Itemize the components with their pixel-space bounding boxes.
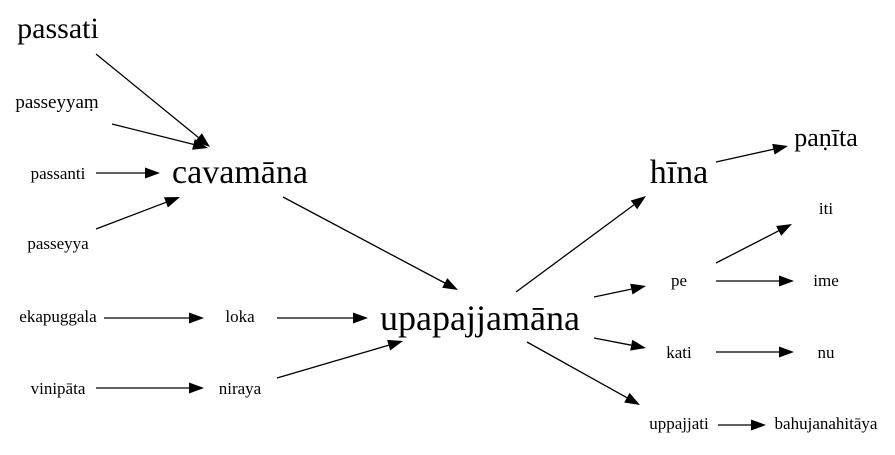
nodes-layer: passati passeyyaṃ passanti cavamāna pass… — [15, 12, 878, 433]
edge-passeyyam-to-cavamana — [111, 123, 194, 146]
arrowhead-passati-to-cavamana — [194, 133, 210, 147]
arrowhead-cavamana-to-upapajjamana — [442, 278, 458, 290]
arrowhead-hina-to-panita — [772, 143, 788, 155]
arrowhead-pe-to-iti — [776, 224, 792, 236]
arrowhead-kati-to-nu — [779, 346, 794, 358]
arrowhead-ekapuggala-to-loka — [189, 312, 204, 324]
arrowhead-uppajjati-to-bahujanahitaya — [751, 419, 766, 431]
node-cavamana: cavamāna — [172, 154, 308, 191]
node-ekapuggala: ekapuggala — [19, 307, 97, 326]
node-uppajjati: uppajjati — [649, 414, 709, 433]
arrowhead-vinipata-to-niraya — [189, 382, 204, 394]
node-iti: iti — [819, 199, 833, 218]
arrowhead-upapajjamana-to-pe — [630, 283, 646, 295]
arrowhead-loka-to-upapajjamana — [353, 312, 368, 324]
node-passanti: passanti — [31, 164, 86, 183]
node-vinipata: vinipāta — [31, 379, 86, 398]
edges-layer — [95, 53, 794, 431]
arrowhead-passeyyam-to-cavamana — [192, 139, 208, 150]
edge-upapajjamana-to-hina — [515, 204, 635, 293]
arrowhead-upapajjamana-to-hina — [630, 196, 646, 210]
node-upapajjamana: upapajjamāna — [380, 298, 580, 338]
node-loka: loka — [225, 307, 255, 326]
node-kati: kati — [666, 343, 692, 362]
arrowhead-upapajjamana-to-uppajjati — [624, 392, 640, 405]
arrowhead-passanti-to-cavamana — [145, 167, 160, 179]
edge-niraya-to-upapajjamana — [276, 344, 389, 379]
node-ime: ime — [813, 271, 839, 290]
edge-upapajjamana-to-pe — [593, 288, 632, 298]
arrowhead-passeyya-to-cavamana — [164, 197, 180, 208]
edge-passati-to-cavamana — [95, 53, 199, 139]
node-bahujanahitaya: bahujanahitāya — [775, 414, 878, 433]
edge-passeyya-to-cavamana — [95, 201, 167, 230]
node-passeyyam: passeyyaṃ — [15, 92, 99, 113]
arrowhead-pe-to-ime — [779, 275, 794, 287]
arrowhead-upapajjamana-to-kati — [630, 339, 646, 351]
arrowhead-niraya-to-upapajjamana — [387, 339, 403, 351]
edge-upapajjamana-to-kati — [593, 337, 632, 346]
node-panita: paṇīta — [794, 123, 858, 152]
edge-upapajjamana-to-uppajjati — [526, 341, 628, 399]
node-passeyya: passeyya — [27, 234, 89, 253]
node-passati: passati — [17, 12, 99, 45]
node-nu: nu — [818, 343, 836, 362]
node-niraya: niraya — [219, 379, 262, 398]
node-pe: pe — [671, 271, 687, 290]
edge-hina-to-panita — [715, 148, 774, 163]
node-hina: hīna — [650, 154, 709, 191]
edge-pe-to-iti — [715, 230, 779, 264]
edge-cavamana-to-upapajjamana — [282, 196, 446, 284]
